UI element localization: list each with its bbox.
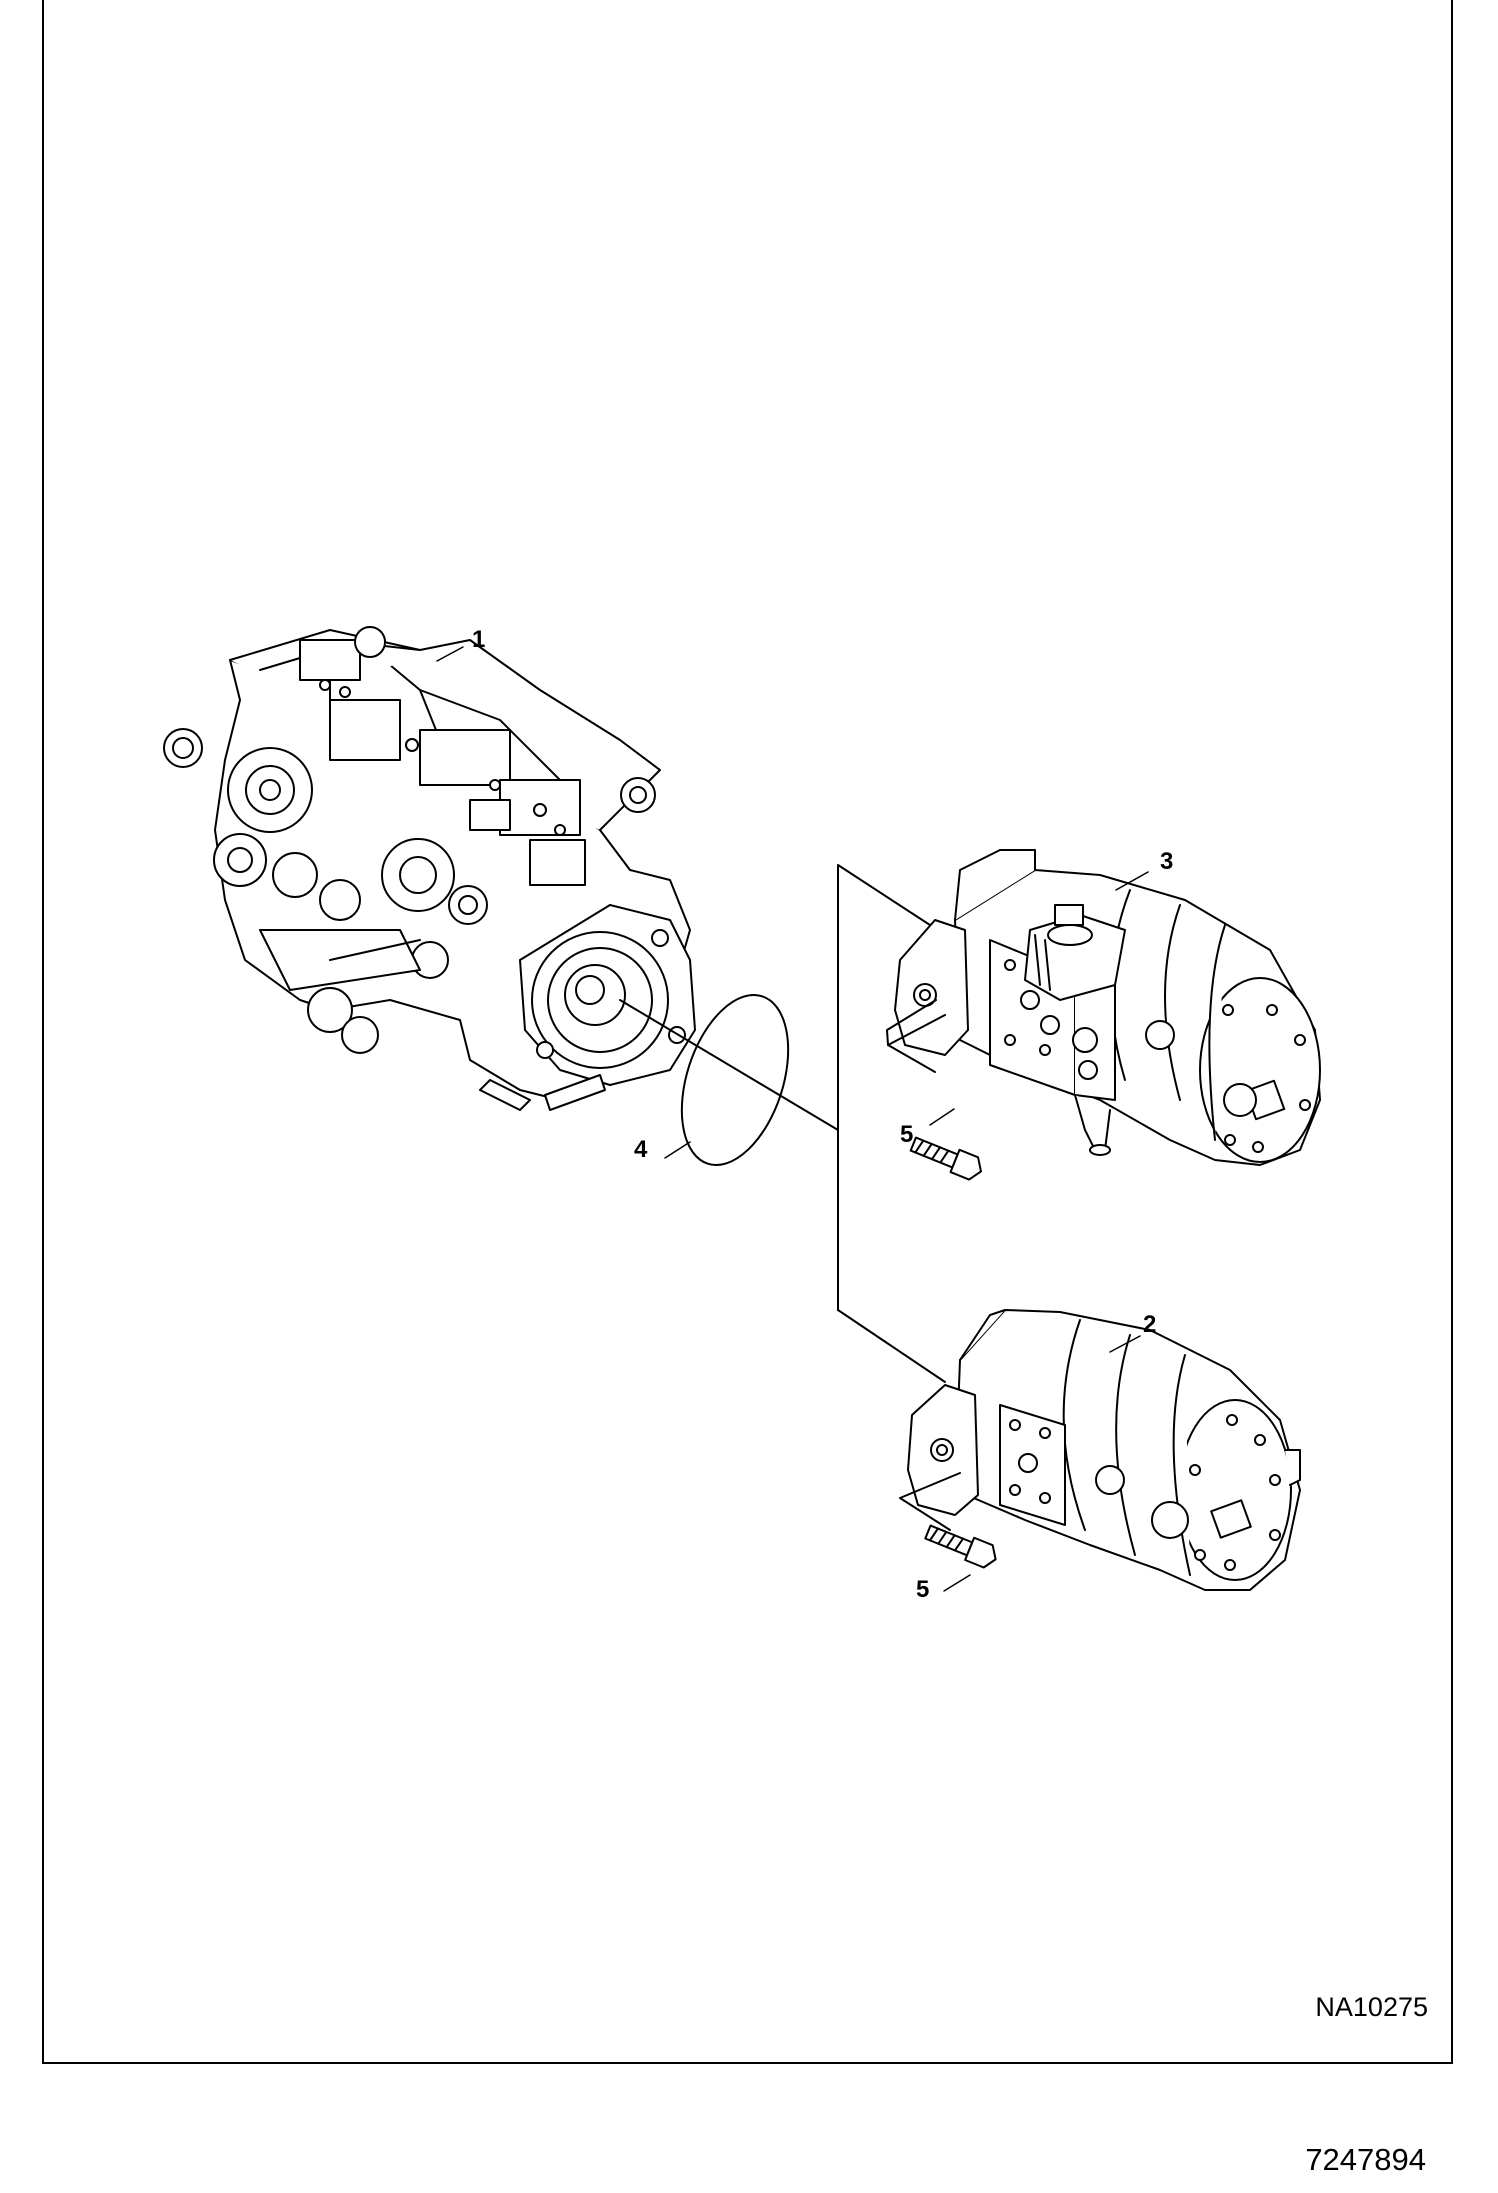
figure-code: NA10275 [1315, 1992, 1428, 2022]
assembly-lines [619, 864, 961, 1531]
drawing-frame [42, 0, 1453, 2064]
gear-pump [907, 1309, 1301, 1591]
gear-pump-with-valve [894, 849, 1321, 1166]
document-number: 7247894 [1305, 2142, 1426, 2177]
callout-2: 2 [1143, 1311, 1157, 1338]
bolt-lower [924, 1524, 997, 1569]
callout-1: 1 [472, 626, 486, 653]
callout-5-upper: 5 [900, 1121, 914, 1148]
leader-lines [436, 646, 1149, 1592]
bolt-upper [909, 1136, 982, 1181]
callout-5-lower: 5 [916, 1576, 930, 1603]
callout-4: 4 [634, 1136, 648, 1163]
hydrostatic-pump-assembly [163, 626, 696, 1111]
callout-3: 3 [1160, 848, 1174, 875]
